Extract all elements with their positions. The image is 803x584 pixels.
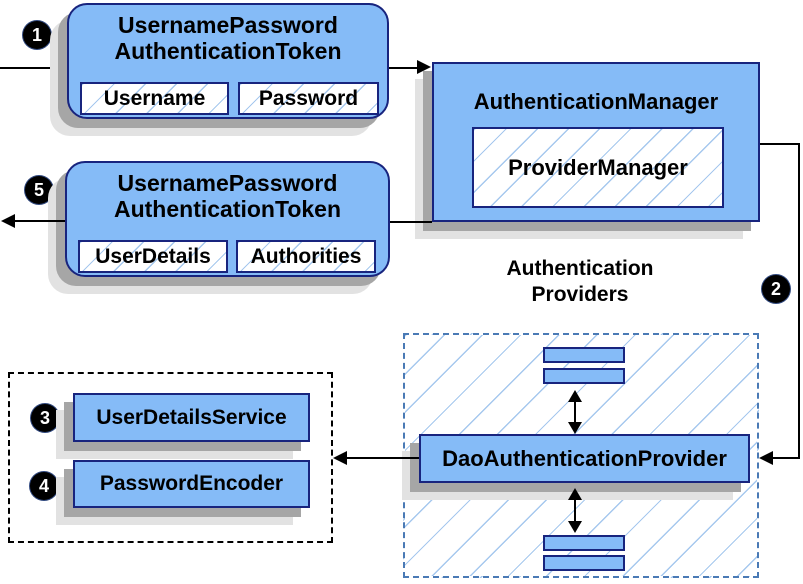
provider-stack-bar (543, 535, 625, 551)
outgoing-result-line (13, 220, 65, 222)
step-1-badge: 1 (23, 21, 51, 49)
provider-stack-bar (543, 555, 625, 571)
authentication-providers-label: Authentication Providers (455, 256, 705, 308)
username-password-token-result-node: UsernamePassword AuthenticationToken Use… (65, 161, 390, 277)
outgoing-result-arrowhead-icon (1, 214, 15, 228)
provider-stack-bar (543, 347, 625, 363)
dao-authentication-provider-node: DaoAuthenticationProvider (419, 434, 750, 483)
username-password-token-request-node: UsernamePassword AuthenticationToken Use… (67, 3, 389, 119)
manager-to-result-line (390, 221, 432, 223)
manager-down-line (798, 143, 800, 459)
step-4-badge: 4 (30, 472, 58, 500)
services-container (8, 372, 333, 543)
step-3-badge: 3 (31, 404, 59, 432)
providers-double-arrow-icon (568, 390, 582, 434)
token-request-title: UsernamePassword AuthenticationToken (69, 5, 387, 64)
providers-double-arrow-icon (568, 488, 582, 533)
provider-manager-box: ProviderManager (472, 127, 724, 208)
step-2-badge: 2 (762, 275, 790, 303)
token-result-title: UsernamePassword AuthenticationToken (67, 163, 388, 222)
userdetails-field-box: UserDetails (78, 240, 228, 273)
user-details-service-node: UserDetailsService (73, 393, 310, 442)
providers-label-line1: Authentication (506, 257, 654, 280)
authentication-manager-node: AuthenticationManager ProviderManager (432, 62, 760, 222)
dao-to-services-arrowhead-icon (333, 451, 347, 465)
providers-label-line2: Providers (531, 283, 629, 306)
password-field-box: Password (238, 82, 379, 115)
password-encoder-node: PasswordEncoder (73, 460, 310, 508)
dao-to-services-line (345, 457, 419, 459)
into-providers-arrowhead-icon (759, 451, 773, 465)
token-request-title-line1: UsernamePassword (118, 12, 338, 38)
manager-out-line (760, 143, 800, 145)
token-to-manager-arrowhead-icon (417, 60, 431, 74)
token-result-title-line2: AuthenticationToken (113, 196, 341, 222)
token-to-manager-line (389, 67, 417, 69)
provider-stack-bar (543, 368, 625, 384)
authorities-field-box: Authorities (236, 240, 376, 273)
step-5-badge: 5 (25, 176, 53, 204)
token-request-title-line2: AuthenticationToken (114, 38, 342, 64)
username-field-box: Username (80, 82, 229, 115)
into-providers-line (773, 457, 800, 459)
token-result-title-line1: UsernamePassword (117, 170, 338, 196)
incoming-request-line (0, 67, 67, 69)
authentication-manager-title: AuthenticationManager (473, 89, 719, 114)
